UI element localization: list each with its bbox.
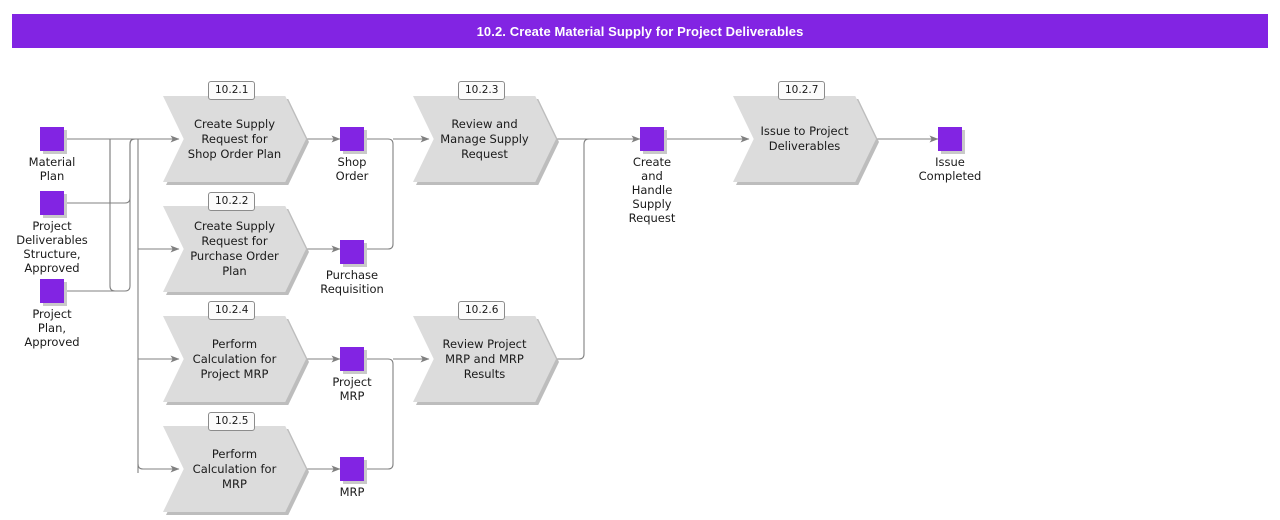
state-square [340,347,364,371]
page-title: 10.2. Create Material Supply for Project… [476,23,804,39]
state-purchase-requisition[interactable]: Purchase Requisition [320,240,384,296]
wire-shop-order-merge [364,138,394,250]
state-square [40,127,64,151]
state-mrp[interactable]: MRP [340,457,367,499]
wire-1026-to-create-handle [556,138,640,360]
activity-body [163,206,306,292]
step-badge-10-2-3: 10.2.3 [458,81,506,100]
state-square [40,279,64,303]
state-label: Project Deliverables Structure, Approved [16,219,88,275]
state-label: Project MRP [332,375,372,403]
step-badge-10-2-4: 10.2.4 [208,301,256,320]
diagram-title-bar: 10.2. Create Material Supply for Project… [12,14,1268,48]
state-square [640,127,664,151]
state-project-deliverables-structure-approved[interactable]: Project Deliverables Structure, Approved [16,191,88,275]
step-badge-10-2-5: 10.2.5 [208,412,256,431]
step-badge-10-2-2: 10.2.2 [208,192,256,211]
activity-label: Create Supply Request for Purchase Order… [190,219,279,278]
wire-pds [67,138,138,204]
activity-10-2-6[interactable]: Review Project MRP and MRP Results [413,316,559,405]
activity-label: Perform Calculation for MRP [192,446,277,491]
state-issue-completed[interactable]: Issue Completed [919,127,981,183]
activity-label: Create Supply Request for Shop Order Pla… [187,116,282,161]
activity-label: Review Project MRP and MRP Results [442,336,527,381]
activity-10-2-5[interactable]: Perform Calculation for MRP [163,426,309,515]
activity-body [163,426,306,512]
activity-label: Issue to Project Deliverables [760,124,849,153]
activity-10-2-4[interactable]: Perform Calculation for Project MRP [163,316,309,405]
activity-body [413,96,556,182]
state-project-plan-approved[interactable]: Project Plan, Approved [24,279,80,349]
activity-10-2-3[interactable]: Review and Manage Supply Request [413,96,559,185]
activity-label: Review and Manage Supply Request [440,116,529,161]
step-badge-10-2-1: 10.2.1 [208,81,256,100]
state-square [938,127,962,151]
state-shop-order[interactable]: Shop Order [336,127,368,183]
activity-10-2-2[interactable]: Create Supply Request for Purchase Order… [163,206,309,295]
state-label: Project Plan, Approved [24,307,80,349]
activity-body [163,96,306,182]
state-label: Material Plan [28,155,76,183]
activity-10-2-7[interactable]: Issue to Project Deliverables [733,96,879,185]
wire-outer-bus [109,139,125,292]
state-label: Issue Completed [918,155,982,183]
state-square [340,240,364,264]
state-create-and-handle-supply-request[interactable]: Create and Handle Supply Request [629,127,675,225]
activity-label: Perform Calculation for Project MRP [192,336,277,381]
state-project-mrp[interactable]: Project MRP [332,347,372,403]
state-label: Purchase Requisition [320,268,384,296]
state-square [40,191,64,215]
activity-10-2-1[interactable]: Create Supply Request for Shop Order Pla… [163,96,309,185]
activity-body [163,316,306,402]
activity-body [413,316,556,402]
activity-body [733,96,876,182]
state-square [340,457,364,481]
state-square [340,127,364,151]
step-badge-10-2-7: 10.2.7 [778,81,826,100]
state-material-plan[interactable]: Material Plan [29,127,75,183]
step-badge-10-2-6: 10.2.6 [458,301,506,320]
state-label: MRP [339,485,365,499]
state-label: Create and Handle Supply Request [628,155,676,225]
state-label: Shop Order [335,155,369,183]
